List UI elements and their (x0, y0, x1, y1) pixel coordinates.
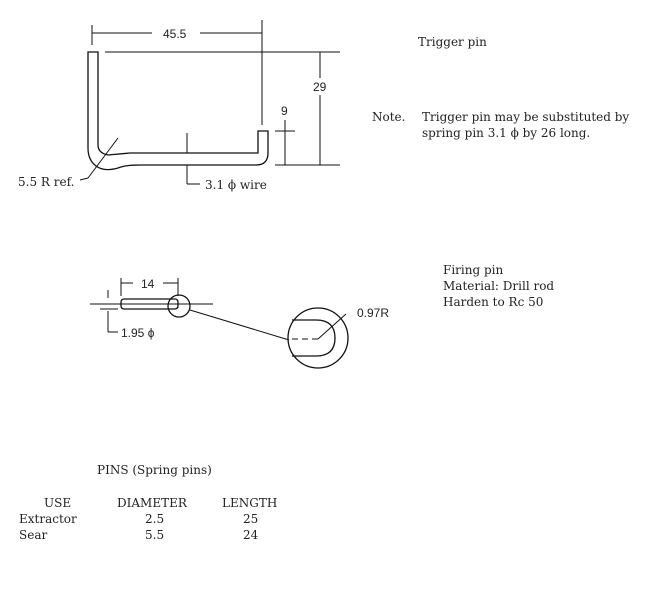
hook-dimension: 9 (281, 104, 288, 118)
table-cell: Extractor (19, 512, 77, 526)
harden-label: Harden to Rc 50 (443, 295, 543, 309)
trigger-pin-title: Trigger pin (418, 35, 487, 49)
table-cell: Sear (19, 528, 47, 542)
wire-label: 3.1 ϕ wire (205, 178, 267, 192)
note-line-1: Trigger pin may be substituted by (422, 110, 629, 124)
radius-label: 5.5 R ref. (18, 175, 74, 189)
firing-pin-drawing: 14 1.95 ϕ 0.97R Firing pin Material: Dri… (90, 263, 554, 369)
length-dimension: 45.5 (163, 27, 187, 41)
pins-table: PINS (Spring pins) USE DIAMETER LENGTH E… (19, 463, 277, 542)
note-line-2: spring pin 3.1 ϕ by 26 long. (422, 126, 590, 140)
table-cell: 2.5 (145, 512, 164, 526)
table-cell: 24 (243, 528, 259, 542)
trigger-pin-drawing: 45.5 29 9 5.5 R ref. 3.1 ϕ wire Trigger … (18, 20, 629, 192)
header-diameter: DIAMETER (117, 496, 188, 510)
material-label: Material: Drill rod (443, 279, 554, 293)
length-dimension: 14 (141, 277, 155, 291)
table-title: PINS (Spring pins) (97, 463, 212, 477)
header-use: USE (44, 496, 71, 510)
diameter-dimension: 1.95 ϕ (121, 326, 155, 340)
tip-radius-label: 0.97R (357, 306, 389, 320)
height-dimension: 29 (313, 80, 327, 94)
table-cell: 5.5 (145, 528, 164, 542)
note-label: Note. (372, 110, 405, 124)
table-cell: 25 (243, 512, 258, 526)
header-length: LENGTH (222, 496, 277, 510)
firing-pin-title: Firing pin (443, 263, 503, 277)
